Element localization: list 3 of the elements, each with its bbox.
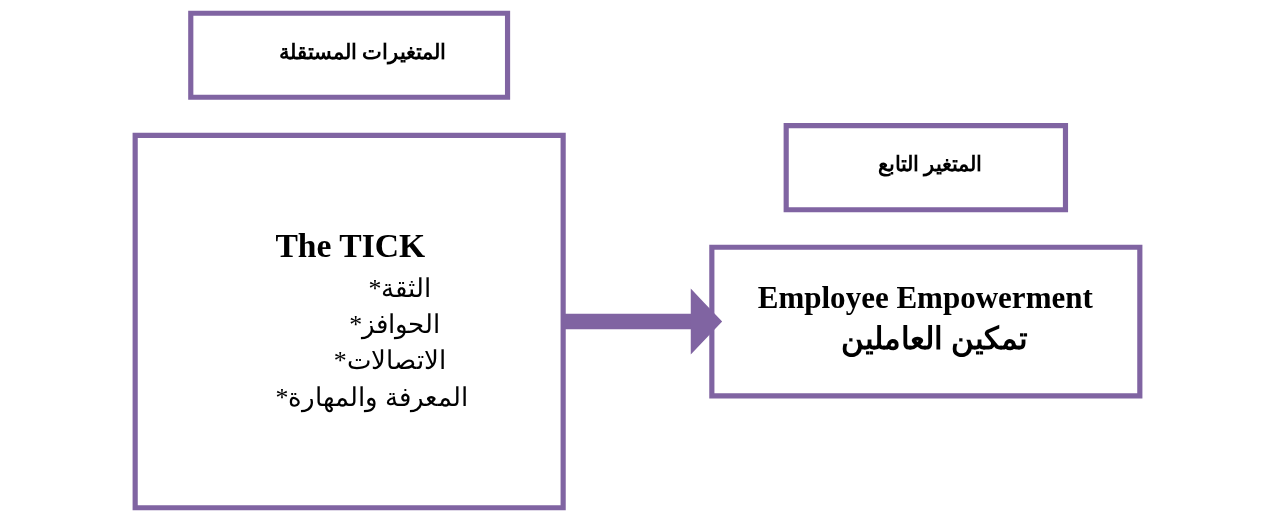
node-box: المتغير التابع xyxy=(783,123,1069,213)
node-box: المتغيرات المستقلة xyxy=(188,10,511,100)
arrow xyxy=(563,288,723,355)
